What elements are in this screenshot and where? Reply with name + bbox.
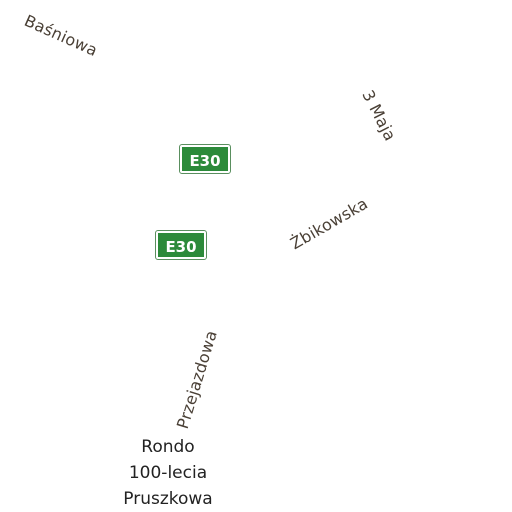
route-shield-e30: E30 — [155, 230, 207, 260]
place-label-line: 100-lecia — [128, 463, 208, 483]
place-label-line: Rondo — [141, 437, 195, 457]
street-label-3-maja: 3 Maja — [358, 86, 400, 145]
route-shield-e30: E30 — [179, 144, 231, 174]
street-label-basniowa: Baśniowa — [21, 10, 101, 61]
street-label-przejazdowa: Przejazdowa — [172, 328, 221, 431]
place-label-roundabout: Rondo 100-lecia Pruszkowa — [104, 434, 232, 512]
place-label-line: Pruszkowa — [123, 489, 213, 509]
street-label-zbikowska: Żbikowska — [287, 193, 372, 254]
